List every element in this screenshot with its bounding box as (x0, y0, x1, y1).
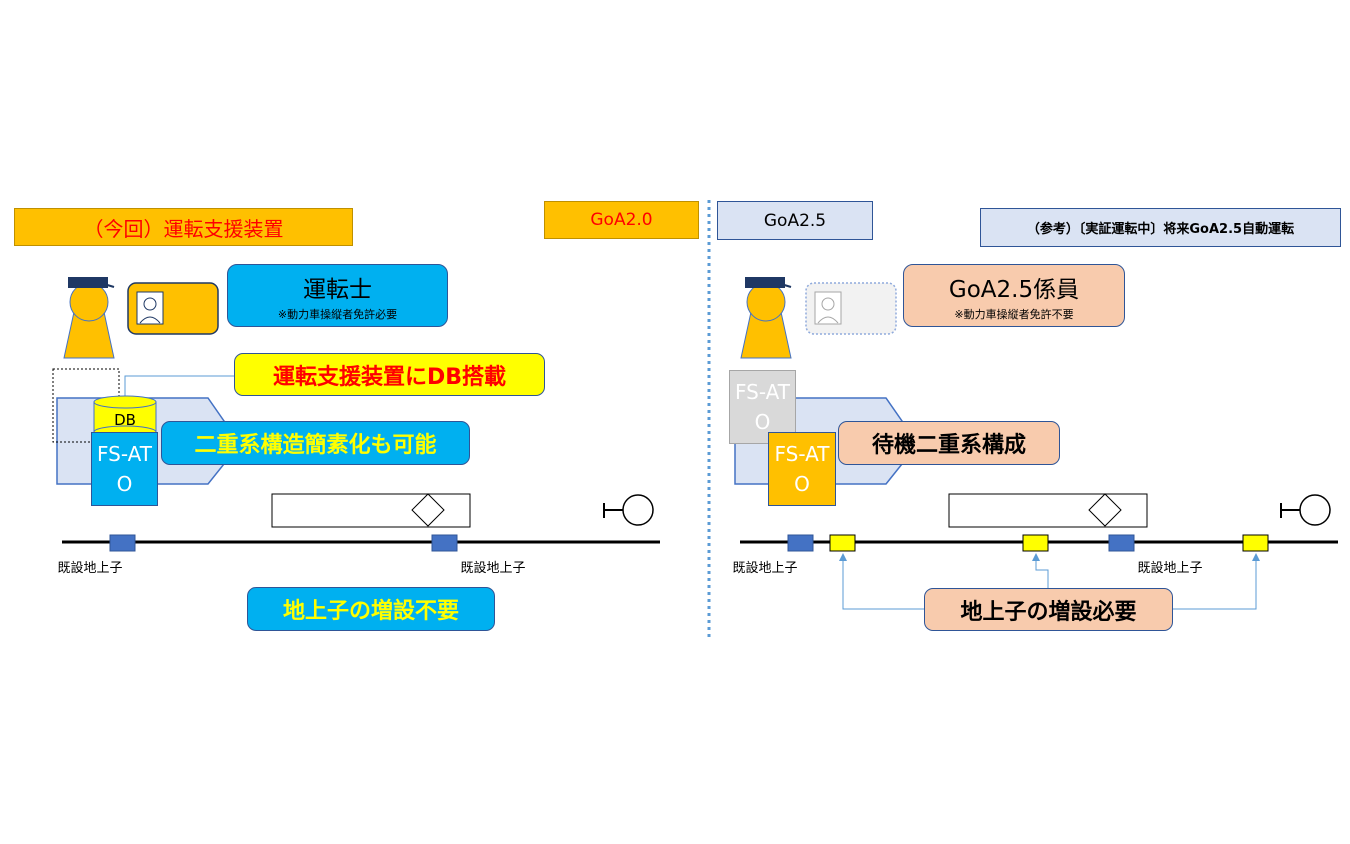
fsato-box-right-front: FS-ATO (768, 432, 836, 506)
standby-dual-callout: 待機二重系構成 (838, 421, 1060, 465)
transponder-existing-right-2 (1108, 534, 1135, 552)
arrow-to-new-transponder-1 (839, 553, 924, 610)
transponder-existing-left-1 (109, 534, 136, 552)
existing-transponder-label-right-1: 既設地上子 (732, 560, 798, 576)
existing-transponder-label-right-2: 既設地上子 (1137, 560, 1203, 576)
driver-title-box: 運転士 ※動力車操縦者免許必要 (227, 264, 448, 327)
dotted-placeholder-box (52, 368, 120, 443)
diamond-marker-left (411, 493, 445, 527)
db-pointer-arrow (121, 375, 234, 404)
transponder-new-right-1 (829, 534, 856, 552)
no-additional-transponder-callout: 地上子の増設不要 (247, 587, 495, 631)
arrow-to-new-transponder-2 (1032, 553, 1049, 590)
additional-transponder-required-callout: 地上子の増設必要 (924, 588, 1173, 631)
goa25-badge: GoA2.5 (717, 201, 873, 240)
arrow-to-new-transponder-3 (1172, 553, 1260, 610)
staff-figure-right (740, 277, 792, 359)
transponder-existing-left-2 (431, 534, 458, 552)
left-header: （今回）運転支援装置 (14, 208, 353, 246)
fsato-box-right-back: FS-ATO (729, 370, 796, 444)
driver-license-note: ※動力車操縦者免許必要 (277, 307, 398, 321)
staff-title-box: GoA2.5係員 ※動力車操縦者免許不要 (903, 264, 1125, 327)
goa20-badge: GoA2.0 (544, 201, 699, 239)
staff-title: GoA2.5係員 (948, 276, 1080, 303)
driver-title: 運転士 (303, 276, 372, 303)
transponder-existing-right-1 (787, 534, 814, 552)
db-callout: 運転支援装置にDB搭載 (234, 353, 545, 396)
reference-note: （参考）〔実証運転中〕将来GoA2.5自動運転 (980, 208, 1341, 247)
existing-transponder-label-left-2: 既設地上子 (460, 560, 526, 576)
fsato-box-left: FS-ATO (91, 432, 158, 506)
transponder-new-right-2 (1022, 534, 1049, 552)
existing-transponder-label-left-1: 既設地上子 (57, 560, 123, 576)
transponder-new-right-3 (1242, 534, 1269, 552)
stop-signal-left (603, 494, 654, 526)
driver-figure-left (63, 277, 115, 359)
stop-signal-right (1280, 494, 1331, 526)
staff-license-note: ※動力車操縦者免許不要 (954, 307, 1074, 321)
diamond-marker-right (1088, 493, 1122, 527)
db-label: DB (114, 411, 136, 429)
dual-system-callout: 二重系構造簡素化も可能 (161, 421, 470, 465)
